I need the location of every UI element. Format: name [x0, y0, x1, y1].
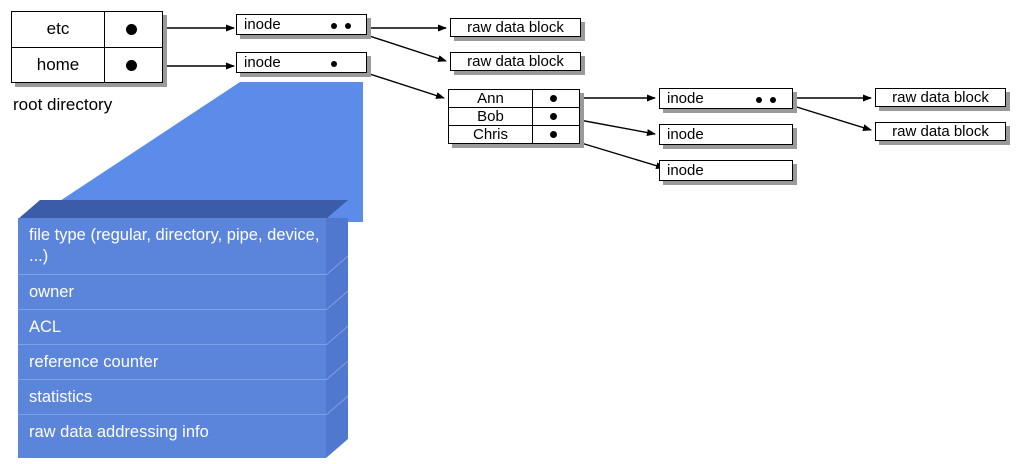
home-directory-table[interactable]: Ann Bob Chris [448, 89, 580, 144]
pointer-dot-icon [756, 96, 762, 103]
pointer-dot-icon [770, 96, 776, 103]
root-directory-pointer-etc[interactable] [105, 12, 162, 47]
raw-data-block-3[interactable]: raw data block [875, 88, 1006, 107]
home-directory-row-ann[interactable]: Ann [449, 90, 579, 107]
inode-box-1-label: inode [244, 16, 281, 33]
inode-detail-row-raw-data-addressing: raw data addressing info [18, 415, 326, 458]
home-directory-row-chris[interactable]: Chris [449, 125, 579, 143]
inode-detail-block: file type (regular, directory, pipe, dev… [18, 200, 348, 458]
home-directory-pointer-chris[interactable] [533, 126, 579, 143]
inode-detail-top-face [18, 200, 348, 219]
home-directory-pointer-bob[interactable] [533, 108, 579, 125]
pointer-dot-icon [345, 22, 351, 29]
pointer-dot-icon [126, 24, 137, 35]
inode-detail-side-face [326, 218, 348, 458]
pointer-dot-icon [331, 22, 337, 29]
raw-data-block-4[interactable]: raw data block [875, 122, 1006, 141]
inode-detail-row-acl: ACL [18, 310, 326, 345]
home-directory-name-bob: Bob [449, 108, 533, 125]
home-directory-name-chris: Chris [449, 126, 533, 143]
home-directory-name-ann: Ann [449, 90, 533, 107]
inode-box-1[interactable]: inode [236, 14, 367, 35]
root-directory-pointer-home[interactable] [105, 48, 162, 83]
inode-box-5[interactable]: inode [659, 160, 793, 181]
inode-box-4-label: inode [667, 126, 704, 143]
raw-data-block-2[interactable]: raw data block [450, 52, 581, 71]
pointer-dot-icon [126, 59, 137, 71]
root-directory-caption: root directory [13, 95, 113, 114]
inode-box-3[interactable]: inode [659, 88, 793, 109]
root-directory-name-home: home [12, 47, 105, 82]
root-directory-row-home[interactable]: home [12, 46, 162, 83]
inode-detail-row-owner: owner [18, 275, 326, 310]
inode-box-5-label: inode [667, 162, 704, 179]
inode-detail-row-file-type: file type (regular, directory, pipe, dev… [18, 218, 326, 275]
home-directory-pointer-ann[interactable] [533, 90, 579, 107]
inode-detail-row-reference-counter: reference counter [18, 345, 326, 380]
pointer-dot-icon [331, 60, 337, 67]
inode-box-4[interactable]: inode [659, 124, 793, 145]
home-directory-row-bob[interactable]: Bob [449, 107, 579, 125]
inode-box-2-label: inode [244, 54, 281, 71]
pointer-dot-icon [550, 113, 557, 120]
pointer-dot-icon [550, 95, 557, 102]
inode-detail-front-face: file type (regular, directory, pipe, dev… [18, 218, 326, 458]
root-directory-row-etc[interactable]: etc [12, 12, 162, 47]
inode-box-2[interactable]: inode [236, 52, 367, 73]
raw-data-block-1[interactable]: raw data block [450, 18, 581, 37]
pointer-dot-icon [550, 131, 557, 138]
inode-box-3-label: inode [667, 90, 704, 107]
root-directory-table[interactable]: etc home [11, 11, 163, 83]
inode-detail-row-statistics: statistics [18, 380, 326, 415]
root-directory-name-etc: etc [12, 12, 105, 47]
